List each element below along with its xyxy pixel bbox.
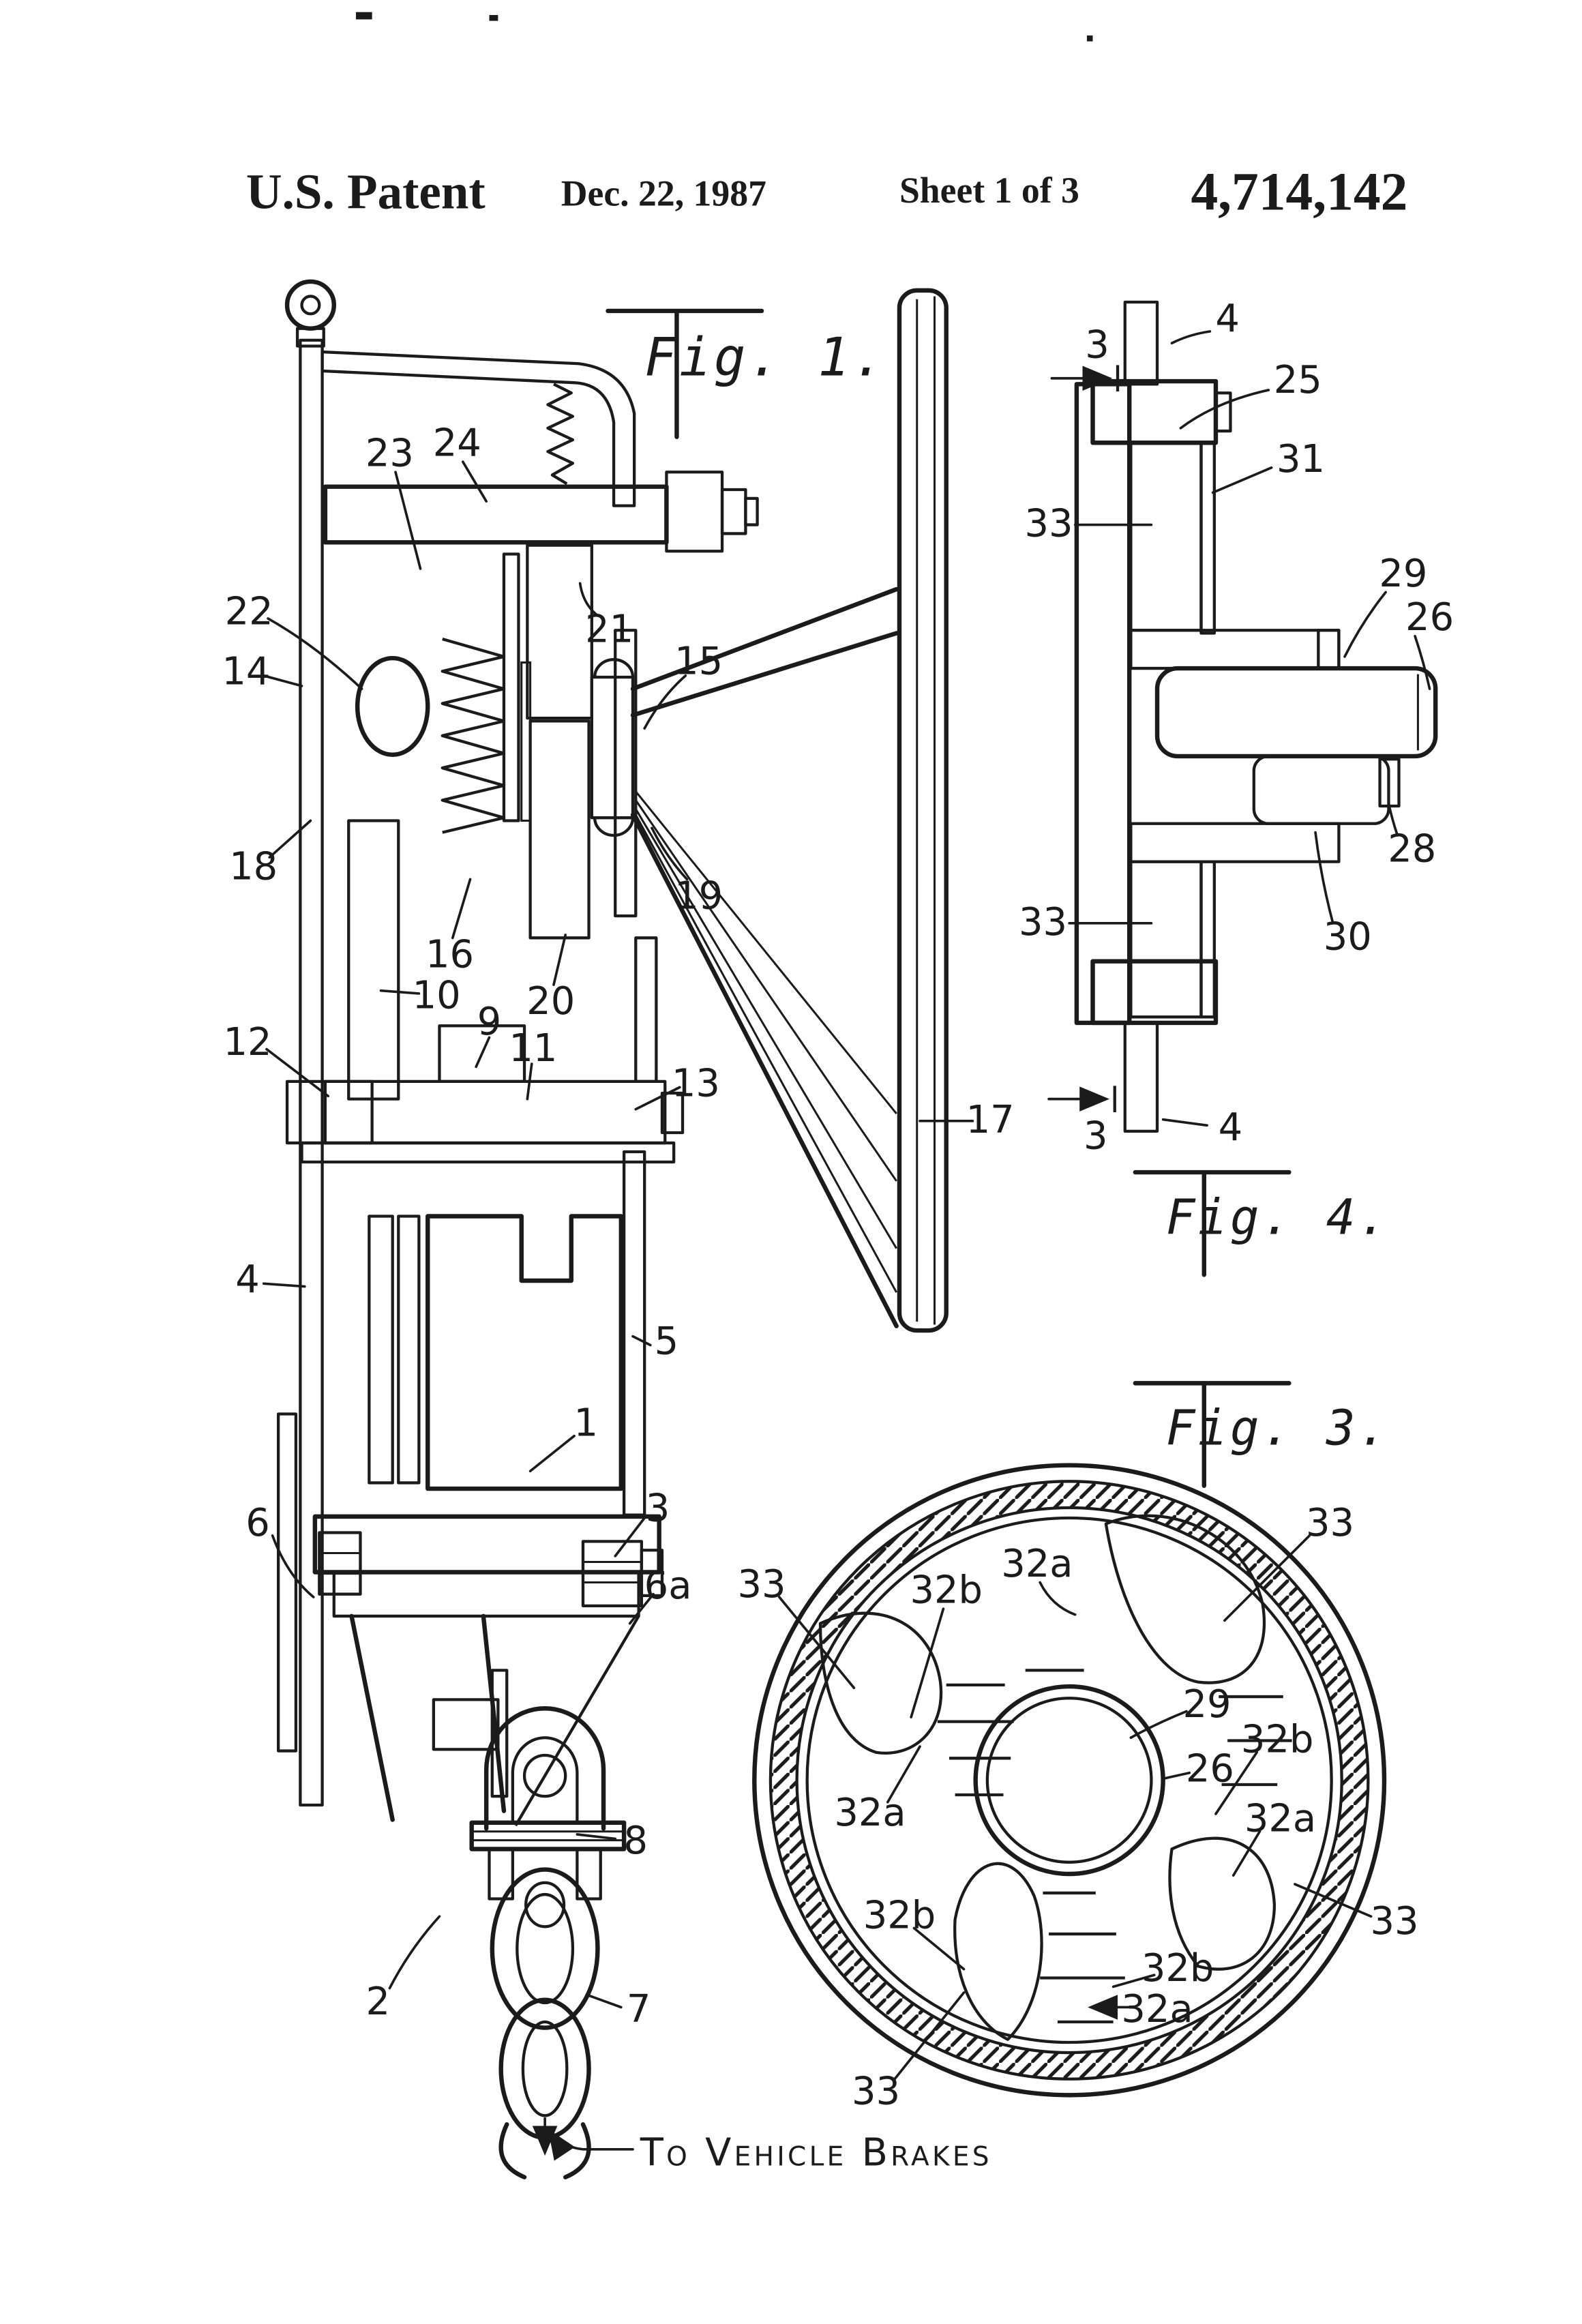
fig4-leader-lines	[1068, 330, 1431, 1127]
patent-sheet-count: Sheet 1 of 3	[899, 170, 1079, 211]
fig3-ref-32b-lower-left: 32b	[863, 1893, 936, 1937]
fig4-ref-3-bottom: 3	[1084, 1114, 1108, 1159]
fig4-ref-4-bottom: 4	[1219, 1105, 1243, 1150]
fig1-ref-20: 20	[526, 979, 575, 1024]
fig1-ref-22: 22	[225, 590, 273, 634]
fig3-ref-32a-left: 32a	[834, 1791, 906, 1835]
fig3-drawing	[752, 1463, 1387, 2098]
fig1-ref-3: 3	[646, 1486, 670, 1530]
figure-1: Fig. 1.	[222, 279, 1015, 2179]
fig4-drawing	[1047, 300, 1438, 1133]
fig1-ref-24: 24	[433, 421, 481, 466]
fig1-ref-15: 15	[674, 640, 723, 684]
fig4-ref-29: 29	[1379, 552, 1427, 596]
fig3-ref-32b-lower-right: 32b	[1141, 1946, 1214, 1991]
fig4-ref-4-top: 4	[1215, 297, 1240, 341]
fig1-ref-2: 2	[365, 1980, 390, 2024]
fig4-caption-text: Fig. 4.	[1166, 1189, 1390, 1245]
fig1-ref-23: 23	[365, 432, 414, 476]
fig3-ref-32a-right: 32a	[1244, 1797, 1316, 1841]
patent-publication: U.S. Patent	[246, 164, 486, 220]
fig3-ref-33-bottom-left: 33	[852, 2069, 900, 2113]
header: U.S. Patent Dec. 22, 1987 Sheet 1 of 3 4…	[246, 162, 1407, 222]
fig3-ref-32a-bottom: 32a	[1121, 1987, 1193, 2031]
fig4-ref-33-lower: 33	[1019, 900, 1067, 944]
fig1-caption: Fig. 1.	[606, 308, 887, 439]
fig3-ref-numerals: 33 32b 32a 33 29 32b 26 32a 32a 32b 32b …	[738, 1501, 1419, 2113]
fig3-leader-lines	[777, 1534, 1373, 2082]
fig4-ref-3-top: 3	[1085, 323, 1109, 368]
fig4-ref-25: 25	[1274, 358, 1322, 402]
fig1-ref-9: 9	[477, 1000, 502, 1044]
fig1-ref-8: 8	[624, 1819, 648, 1863]
fig1-ref-17: 17	[966, 1098, 1015, 1142]
fig1-ref-6: 6	[245, 1501, 270, 1545]
fig1-ref-10: 10	[413, 973, 461, 1017]
fig4-ref-30: 30	[1324, 915, 1372, 959]
figure-4: Fig. 4.	[1019, 297, 1454, 1277]
fig1-note-to-vehicle-brakes: To Vehicle Brakes	[640, 2130, 992, 2175]
fig3-caption: Fig. 3.	[1133, 1381, 1390, 1488]
fig1-ref-4: 4	[235, 1257, 260, 1302]
fig1-ref-11: 11	[509, 1026, 557, 1071]
fig1-leader-lines	[262, 460, 974, 2161]
fig3-ref-32a-upper: 32a	[1001, 1542, 1073, 1586]
fig1-ref-14: 14	[222, 650, 270, 694]
fig1-caption-text: Fig. 1.	[644, 327, 887, 388]
fig1-ref-13: 13	[672, 1061, 720, 1105]
fig1-ref-12: 12	[224, 1020, 272, 1064]
scan-artifacts	[356, 12, 1093, 42]
fig1-ref-5: 5	[655, 1319, 679, 1363]
patent-date: Dec. 22, 1987	[561, 173, 766, 213]
fig3-ref-33-right: 33	[1371, 1899, 1419, 1943]
patent-number: 4,714,142	[1191, 162, 1407, 222]
fig1-ref-19: 19	[674, 874, 723, 918]
fig4-ref-26: 26	[1405, 595, 1454, 640]
fig1-ref-numerals: 23 24 21 22 14 15 18 16 19 10 20 9 11 12…	[222, 421, 1014, 2031]
fig1-ref-21: 21	[585, 607, 633, 651]
fig1-ref-16: 16	[426, 932, 474, 977]
fig3-caption-text: Fig. 3.	[1166, 1400, 1390, 1457]
fig3-ref-32b-right: 32b	[1241, 1718, 1314, 1762]
fig1-drawing	[277, 279, 949, 2179]
figure-3: Fig. 3.	[738, 1381, 1419, 2113]
fig3-ref-29: 29	[1183, 1682, 1232, 1727]
fig4-ref-numerals: 3 4 25 31 33 29 26 28 30 33 3 4	[1019, 297, 1454, 1159]
fig4-ref-28: 28	[1388, 827, 1436, 872]
fig3-ref-33-upper-right: 33	[1306, 1501, 1354, 1545]
fig1-ref-7: 7	[627, 1987, 651, 2031]
fig1-ref-6a: 6a	[644, 1564, 692, 1608]
fig1-ref-18: 18	[229, 844, 278, 889]
fig3-ref-26: 26	[1186, 1747, 1234, 1791]
fig1-ref-1: 1	[573, 1401, 598, 1446]
fig4-ref-33-upper: 33	[1025, 502, 1073, 546]
fig4-caption: Fig. 4.	[1133, 1170, 1390, 1277]
fig4-ref-31: 31	[1277, 437, 1325, 481]
fig3-ref-33-upper-left: 33	[738, 1562, 786, 1607]
fig3-ref-32b-upper: 32b	[910, 1568, 983, 1613]
